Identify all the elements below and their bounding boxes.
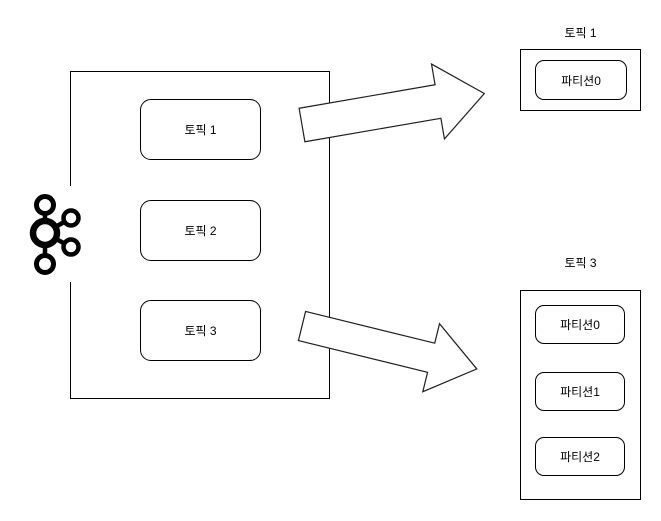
topic-box-2-label: 토픽 2 xyxy=(184,224,217,238)
partition-label: 파티션1 xyxy=(560,385,600,399)
topic-group-1-partition-0: 파티션0 xyxy=(535,60,627,100)
arrow-to-topic1-icon xyxy=(298,62,486,143)
partition-label: 파티션0 xyxy=(560,318,600,332)
topic-group-3-partition-0: 파티션0 xyxy=(535,305,625,344)
arrow-to-topic3-icon xyxy=(297,310,478,393)
partition-label: 파티션2 xyxy=(560,450,600,464)
partition-label: 파티션0 xyxy=(561,73,601,88)
kafka-logo-icon xyxy=(26,186,88,282)
topic-box-3: 토픽 3 xyxy=(140,300,261,361)
topic-group-3-title: 토픽 3 xyxy=(564,256,597,270)
topic-box-3-label: 토픽 3 xyxy=(184,324,217,338)
topic-box-2: 토픽 2 xyxy=(140,200,261,261)
topic-box-1-label: 토픽 1 xyxy=(184,123,217,137)
topic-group-1-title: 토픽 1 xyxy=(564,26,597,40)
topic-group-3-partition-1: 파티션1 xyxy=(535,372,625,411)
topic-box-1: 토픽 1 xyxy=(140,99,261,160)
topic-group-3-partition-2: 파티션2 xyxy=(535,437,625,476)
